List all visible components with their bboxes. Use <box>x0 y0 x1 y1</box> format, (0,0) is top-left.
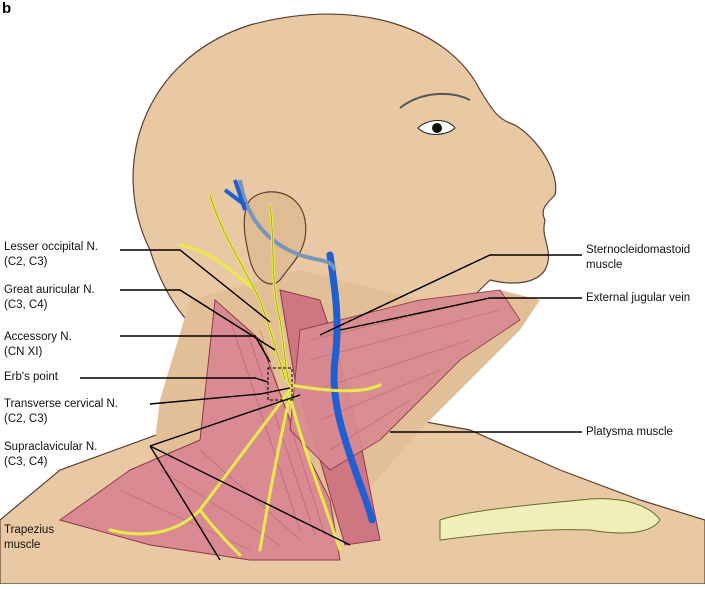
eyebrow <box>399 92 471 109</box>
leader-erbs-point <box>80 377 269 383</box>
leader-lesser-occipital <box>120 249 271 323</box>
label-line: Lesser occipital N. <box>4 241 98 253</box>
label-erbs-point: Erb's point <box>4 370 58 385</box>
label-sternocleidomastoid: Sternocleidomastoid muscle <box>586 243 690 273</box>
label-supraclavicular: Supraclavicular N. (C3, C4) <box>4 440 97 470</box>
leader-supraclavicular-3 <box>149 445 351 546</box>
label-line: Great auricular N. <box>4 284 95 296</box>
label-line: Transverse cervical N. <box>4 398 118 410</box>
label-trapezius: Trapezius muscle <box>4 523 54 553</box>
label-line: (C3, C4) <box>4 456 48 468</box>
vein-branch-occipital <box>223 179 247 211</box>
ear <box>243 191 307 285</box>
pupil <box>432 123 442 133</box>
label-line: Supraclavicular N. <box>4 441 98 453</box>
label-line: (C2, C3) <box>4 413 48 425</box>
vein-branch-upper <box>238 179 337 271</box>
nerve-outline <box>209 194 291 386</box>
clavicle-bone <box>439 498 661 541</box>
label-line: Accessory N. <box>4 331 72 343</box>
label-line: Platysma muscle <box>586 426 673 438</box>
erbs-point-box <box>267 367 293 401</box>
label-line: (C3, C4) <box>4 299 48 311</box>
external-jugular-vein <box>326 251 376 524</box>
platysma-muscle <box>289 289 521 471</box>
label-great-auricular: Great auricular N. (C3, C4) <box>4 283 95 313</box>
label-line: (C2, C3) <box>4 256 48 268</box>
label-platysma: Platysma muscle <box>586 425 673 440</box>
label-line: (CN XI) <box>4 346 43 358</box>
label-line: Sternocleidomastoid <box>586 244 691 256</box>
label-line: Erb's point <box>4 371 58 383</box>
leader-supraclavicular-1 <box>149 394 301 447</box>
leader-accessory <box>120 335 271 363</box>
leader-supraclavicular-2 <box>149 445 221 561</box>
label-external-jugular: External jugular vein <box>586 291 690 306</box>
label-accessory: Accessory N. (CN XI) <box>4 330 72 360</box>
label-line: muscle <box>4 539 41 551</box>
panel-letter: b <box>2 0 12 17</box>
label-lesser-occipital: Lesser occipital N. (C2, C3) <box>4 240 98 270</box>
leader-transverse-cervical <box>149 387 291 405</box>
leader-great-auricular <box>120 289 276 351</box>
label-transverse-cervical: Transverse cervical N. (C2, C3) <box>4 397 118 427</box>
leader-sternocleidomastoid <box>319 254 582 336</box>
leader-external-jugular <box>339 297 582 331</box>
label-line: External jugular vein <box>586 292 691 304</box>
label-line: muscle <box>586 259 623 271</box>
leader-lines <box>80 249 582 561</box>
label-line: Trapezius <box>4 524 55 536</box>
